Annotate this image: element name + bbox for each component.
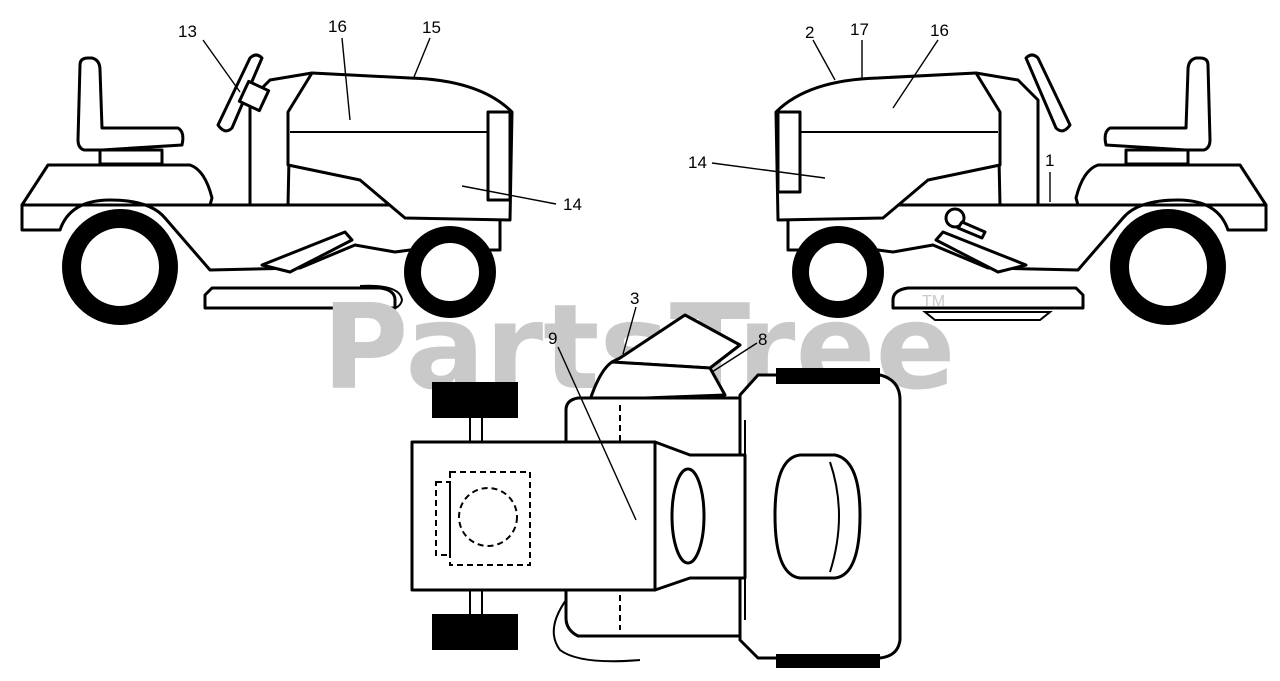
deck-plate-right [922,311,1053,321]
callouts-left-view: 13 16 15 14 [178,17,582,214]
callout-8: 8 [758,330,767,349]
rear-body-top [410,440,657,592]
hood-left [286,71,514,222]
tractor-top-view [410,313,902,668]
callout-13: 13 [178,22,197,41]
steering-wheel-right [1024,53,1072,133]
steering-wheel-left [216,53,264,133]
callout-14-right: 14 [688,153,707,172]
callout-9: 9 [548,329,557,348]
grille-left [486,110,512,202]
hood-right [774,71,1002,222]
callout-3: 3 [630,289,639,308]
seat-right [1103,56,1212,152]
callout-15: 15 [422,18,441,37]
rear-fender-right [1074,163,1268,207]
lift-lever-knob-right [944,207,966,229]
mower-deck-right [891,286,1085,310]
discharge-chute-left [359,284,404,313]
grille-top [773,453,862,580]
tractor-left-side-view [20,53,514,325]
callout-1: 1 [1045,151,1054,170]
seat-base-left [98,148,164,166]
callout-16-left: 16 [328,17,347,36]
frame-right [786,198,1268,272]
callout-17: 17 [850,20,869,39]
seat-circle-top [458,487,518,547]
rear-fender-left [20,163,214,207]
frame-left [20,198,502,272]
mower-deck-left [203,286,397,310]
callout-2: 2 [805,23,814,42]
front-tire-top [776,368,880,384]
grille-right [776,110,802,194]
foot-pedal-right [934,230,1028,274]
callouts-right-view: 2 17 16 14 1 [688,20,1054,172]
seat-left [76,56,185,152]
callouts-top-view: 3 9 8 [548,289,767,349]
rear-tire-top [432,382,518,418]
steering-shaft-left [237,79,271,113]
front-tire-bottom [776,654,880,668]
tractor-right-side-view [774,53,1268,325]
steering-top [670,467,706,565]
foot-pedal-left [260,230,354,274]
callout-14-left: 14 [563,195,582,214]
seat-base-right [1124,148,1190,166]
callout-16-right: 16 [930,21,949,40]
rear-tire-bottom [432,614,518,650]
leader-lines [202,37,1051,521]
watermark-trademark: TM [922,293,945,310]
